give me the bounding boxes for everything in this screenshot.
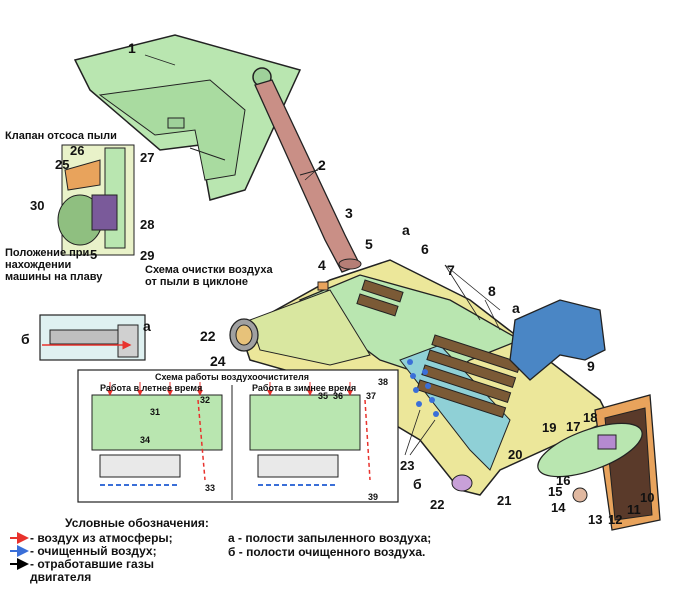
- label-22: 22: [200, 328, 216, 344]
- label-22b: 22: [430, 497, 445, 512]
- label-15: 15: [548, 484, 563, 499]
- label-23: 23: [400, 458, 415, 473]
- caption-summer: Работа в летнее время: [100, 383, 203, 393]
- label-32: 32: [200, 395, 211, 405]
- legend-black-label-2: двигателя: [30, 570, 92, 584]
- label-b-inset: б: [21, 331, 30, 347]
- ejector-pipe: [254, 79, 362, 273]
- label-39: 39: [368, 492, 379, 502]
- label-19: 19: [542, 420, 557, 435]
- air-cleaner-body: [229, 259, 612, 496]
- label-a-inset: а: [143, 318, 151, 334]
- valve-detail: [537, 394, 661, 531]
- label-11: 11: [627, 502, 641, 517]
- leader-lines: [144, 54, 501, 456]
- label-8: 8: [488, 283, 496, 299]
- label-a-right: а: [512, 300, 520, 316]
- label-20: 20: [508, 447, 523, 462]
- label-25: 25: [55, 157, 70, 172]
- legend-title: Условные обозначения:: [65, 516, 209, 530]
- label-34: 34: [140, 435, 151, 445]
- label-14: 14: [551, 500, 566, 515]
- label-35: 35: [318, 391, 329, 401]
- caption-float-position-3: машины на плаву: [5, 271, 103, 283]
- dust-valve-detail: [57, 144, 135, 256]
- label-b-bottom: б: [413, 476, 422, 492]
- hull-panel: [73, 34, 302, 201]
- label-a-top: а: [402, 222, 410, 238]
- label-27: 27: [140, 150, 155, 165]
- caption-winter: Работа в зимнее время: [252, 383, 357, 393]
- label-33: 33: [205, 483, 216, 493]
- caption-dust-valve: Клапан отсоса пыли: [5, 130, 117, 142]
- caption-float-position-2: нахождении: [5, 259, 72, 271]
- label-1: 1: [128, 40, 136, 56]
- caption-operation-title: Схема работы воздухоочистителя: [155, 372, 309, 382]
- label-28: 28: [140, 217, 155, 232]
- legend-arrows: [10, 532, 29, 570]
- label-4: 4: [318, 257, 326, 273]
- label-18: 18: [583, 410, 598, 425]
- label-26: 26: [70, 143, 85, 158]
- cyclone-inset: [39, 314, 146, 361]
- caption-float-position-1: Положение при: [5, 247, 90, 259]
- label-37: 37: [366, 391, 377, 401]
- label-16: 16: [556, 473, 571, 488]
- label-12: 12: [608, 512, 623, 527]
- label-13: 13: [588, 512, 603, 527]
- label-5b: 5: [90, 247, 98, 262]
- label-3: 3: [345, 205, 353, 221]
- label-7: 7: [447, 262, 455, 278]
- label-2: 2: [318, 157, 326, 173]
- caption-cyclone-2: от пыли в циклоне: [145, 276, 249, 288]
- operation-scheme: [77, 369, 399, 503]
- legend-red-label: - воздух из атмосферы;: [30, 531, 173, 545]
- label-31: 31: [150, 407, 161, 417]
- label-36: 36: [333, 391, 344, 401]
- label-29: 29: [140, 248, 155, 263]
- legend-blue-label: - очищенный воздух;: [30, 544, 157, 558]
- label-9: 9: [587, 358, 595, 374]
- label-6: 6: [421, 241, 429, 257]
- label-5: 5: [365, 236, 373, 252]
- label-17: 17: [566, 419, 581, 434]
- legend-cavity-b: б - полости очищенного воздуха.: [228, 545, 426, 559]
- label-10: 10: [640, 490, 655, 505]
- label-24: 24: [210, 353, 226, 369]
- caption-cyclone-1: Схема очистки воздуха: [145, 264, 273, 276]
- label-30: 30: [30, 198, 45, 213]
- legend-black-label-1: - отработавшие газы: [30, 557, 155, 571]
- label-38: 38: [378, 377, 389, 387]
- label-21: 21: [497, 493, 512, 508]
- legend-cavity-a: а - полости запыленного воздуха;: [228, 531, 432, 545]
